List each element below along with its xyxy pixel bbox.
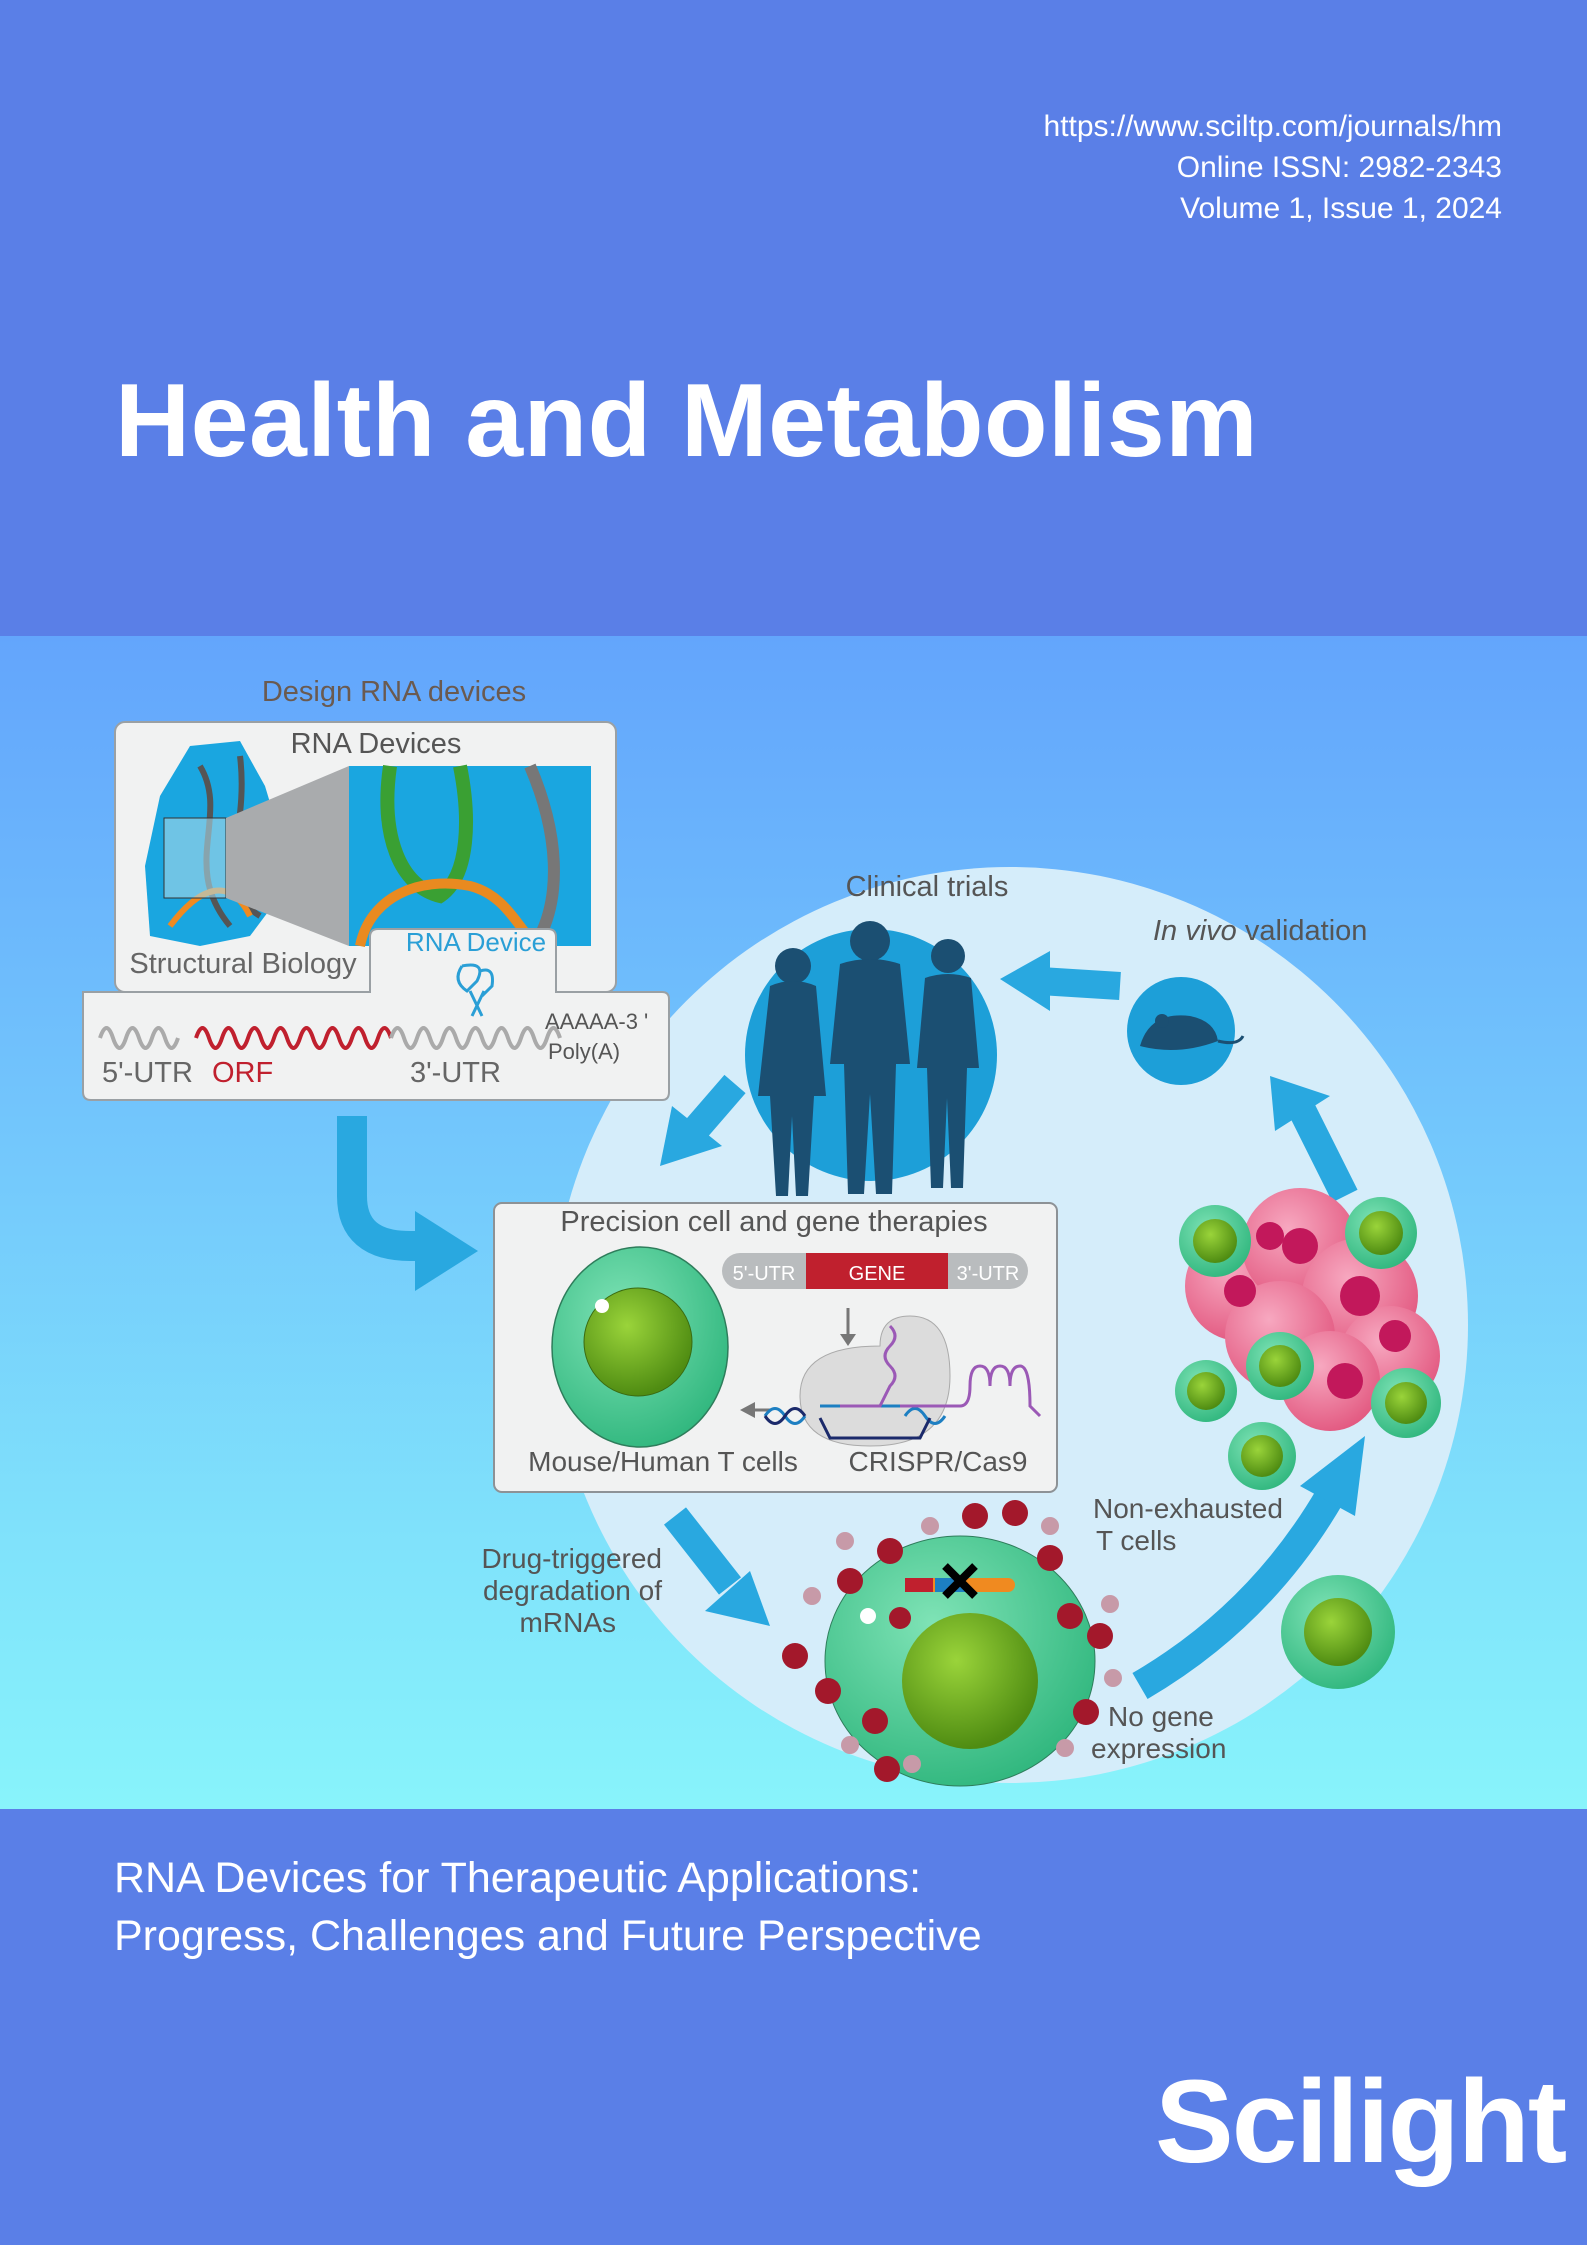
drug-label-1: Drug-triggered — [481, 1543, 662, 1574]
clinical-trials-label: Clinical trials — [846, 871, 1009, 903]
in-vivo-label: In vivo validation — [1153, 915, 1367, 947]
structural-biology-label: Structural Biology — [129, 948, 357, 980]
utr3-label: 3'-UTR — [410, 1057, 501, 1089]
article-title: RNA Devices for Therapeutic Applications… — [114, 1849, 982, 1965]
x-mark-icon — [942, 1563, 978, 1599]
degrading-t-cell — [782, 1500, 1122, 1787]
orf-wave — [194, 1026, 393, 1050]
gene-utr3-label: 3'-UTR — [957, 1263, 1020, 1285]
polya-seq-label: AAAAA-3 ' — [545, 1009, 648, 1034]
scilight-logo: Scilight — [1155, 2056, 1567, 2188]
article-title-line-1: RNA Devices for Therapeutic Applications… — [114, 1854, 922, 1902]
gene-label: GENE — [849, 1263, 906, 1285]
cas9-icon — [799, 1315, 951, 1447]
illustration-svg: Design RNA devices RNA Devices Structura… — [82, 676, 1468, 1787]
header-band: https://www.sciltp.com/journals/hm Onlin… — [0, 0, 1587, 636]
non-exhausted-label-2: T cells — [1096, 1525, 1176, 1556]
t-cells-label: Mouse/Human T cells — [528, 1446, 798, 1477]
precision-title: Precision cell and gene therapies — [560, 1206, 987, 1238]
journal-issn: Online ISSN: 2982-2343 — [1176, 151, 1502, 184]
rna-device-icon — [456, 963, 494, 1017]
orf-label: ORF — [212, 1057, 273, 1089]
non-exhausted-label-1: Non-exhausted — [1093, 1493, 1283, 1524]
polya-label: Poly(A) — [548, 1039, 620, 1064]
no-gene-label-1: No gene — [1108, 1701, 1214, 1732]
drug-label-2: degradation of — [483, 1575, 662, 1606]
design-heading: Design RNA devices — [262, 676, 526, 708]
cover-illustration: Design RNA devices RNA Devices Structura… — [0, 636, 1587, 1809]
journal-url[interactable]: https://www.sciltp.com/journals/hm — [1043, 110, 1502, 143]
mrna-panel — [82, 928, 670, 1101]
gene-bar — [806, 1253, 948, 1289]
no-gene-label-2: expression — [1091, 1733, 1226, 1764]
flow-arrow — [337, 1116, 420, 1261]
journal-volume: Volume 1, Issue 1, 2024 — [1180, 192, 1502, 225]
drug-label-3: mRNAs — [520, 1607, 616, 1638]
rna-device-label: RNA Device — [406, 927, 546, 957]
utr5-label: 5'-UTR — [102, 1057, 193, 1089]
crispr-label: CRISPR/Cas9 — [849, 1446, 1028, 1477]
gene-utr5-label: 5'-UTR — [733, 1263, 796, 1285]
article-title-line-2: Progress, Challenges and Future Perspect… — [114, 1912, 982, 1960]
t-cells-cluster — [1175, 1197, 1441, 1689]
rna-devices-label: RNA Devices — [291, 728, 462, 760]
footer-band: RNA Devices for Therapeutic Applications… — [0, 1809, 1587, 2245]
journal-meta: https://www.sciltp.com/journals/hm Onlin… — [1044, 106, 1502, 229]
journal-title: Health and Metabolism — [115, 363, 1259, 479]
